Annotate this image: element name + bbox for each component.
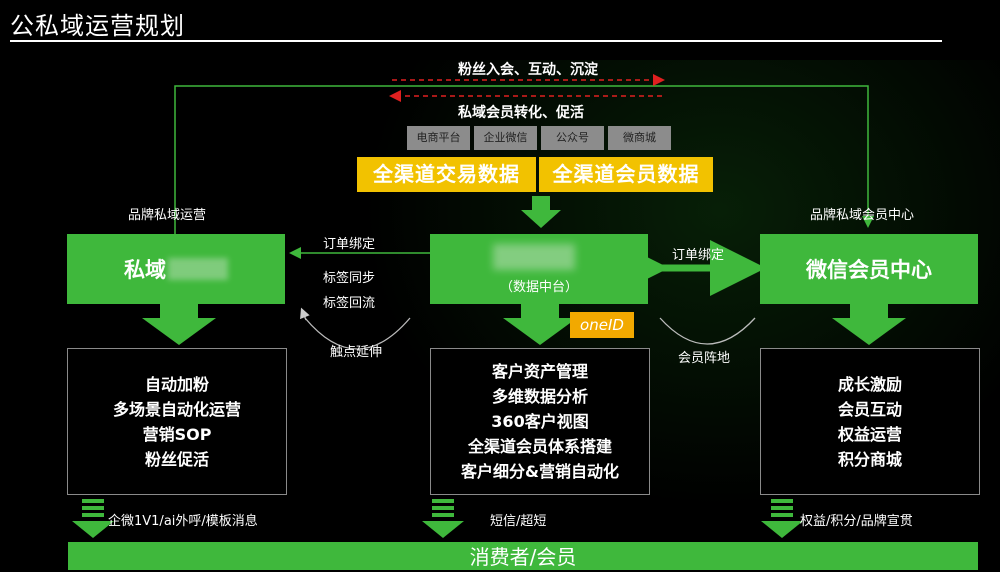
- wechat-member-box: 微信会员中心: [760, 234, 978, 304]
- trade-data-bar: 全渠道交易数据: [357, 157, 536, 192]
- right-channel-label: 权益/积分/品牌宣贯: [800, 514, 913, 529]
- feature-item: 营销SOP: [142, 424, 212, 444]
- feature-item: 权益运营: [837, 424, 902, 444]
- middle-bottom-arrow: [422, 499, 464, 538]
- connector-label: 标签同步: [323, 271, 376, 286]
- feature-item: 全渠道会员体系搭建: [467, 437, 612, 456]
- consumer-bar: 消费者/会员: [68, 542, 978, 570]
- right-down-arrow: [832, 304, 906, 345]
- title-underline: [10, 40, 942, 42]
- mid-right-curve: [659, 317, 756, 345]
- member-data-bar: 全渠道会员数据: [539, 157, 713, 192]
- left-down-arrow: [142, 304, 216, 345]
- connector-label: 会员阵地: [678, 351, 731, 366]
- feature-item: 积分商城: [837, 449, 902, 469]
- loop-label-2: 私域会员转化、促活: [458, 105, 584, 121]
- data-platform-subtitle: （数据中台）: [499, 280, 578, 295]
- channel-chip: 微商城: [608, 126, 671, 150]
- feature-item: 自动加粉: [144, 374, 209, 394]
- feature-item: 360客户视图: [491, 412, 589, 431]
- channel-chip: 电商平台: [407, 126, 470, 150]
- data-down-arrow: [521, 196, 561, 228]
- feature-item: 粉丝促活: [144, 449, 209, 469]
- right-feature-box: 成长激励 会员互动 权益运营 积分商城: [760, 348, 980, 495]
- left-feature-box: 自动加粉 多场景自动化运营 营销SOP 粉丝促活: [67, 348, 287, 495]
- data-platform-box: （数据中台）: [430, 234, 648, 304]
- connector-label: 触点延伸: [330, 345, 383, 360]
- right-bottom-arrow: [761, 499, 803, 538]
- left-channel-label: 企微1V1/ai外呼/模板消息: [108, 514, 258, 529]
- page-title: 公私域运营规划: [10, 12, 185, 40]
- oneid-badge: oneID: [570, 312, 634, 338]
- feature-item: 会员互动: [837, 399, 902, 419]
- right-caption: 品牌私域会员中心: [810, 208, 915, 223]
- left-caption: 品牌私域运营: [128, 208, 207, 223]
- feature-item: 多场景自动化运营: [112, 399, 241, 419]
- middle-channel-label: 短信/超短: [490, 514, 547, 529]
- connector-label: 标签回流: [323, 296, 376, 311]
- channel-chip: 公众号: [541, 126, 604, 150]
- feature-item: 客户细分&营销自动化: [461, 462, 619, 481]
- left-mid-curve-head: [300, 307, 310, 321]
- feature-item: 成长激励: [837, 374, 902, 394]
- feature-item: 客户资产管理: [491, 362, 588, 381]
- channel-chip: 企业微信: [474, 126, 537, 150]
- middle-down-arrow: [503, 304, 577, 345]
- private-domain-title: 私域: [124, 258, 166, 282]
- redacted-text: [168, 258, 228, 280]
- connector-label: 订单绑定: [323, 237, 376, 252]
- loop-label-1: 粉丝入会、互动、沉淀: [458, 62, 598, 78]
- redacted-text: [493, 244, 575, 270]
- middle-feature-box: 客户资产管理 多维数据分析 360客户视图 全渠道会员体系搭建 客户细分&营销自…: [430, 348, 650, 495]
- private-domain-box: 私域: [67, 234, 285, 304]
- connector-label: 订单绑定: [672, 248, 725, 263]
- feature-item: 多维数据分析: [491, 387, 588, 406]
